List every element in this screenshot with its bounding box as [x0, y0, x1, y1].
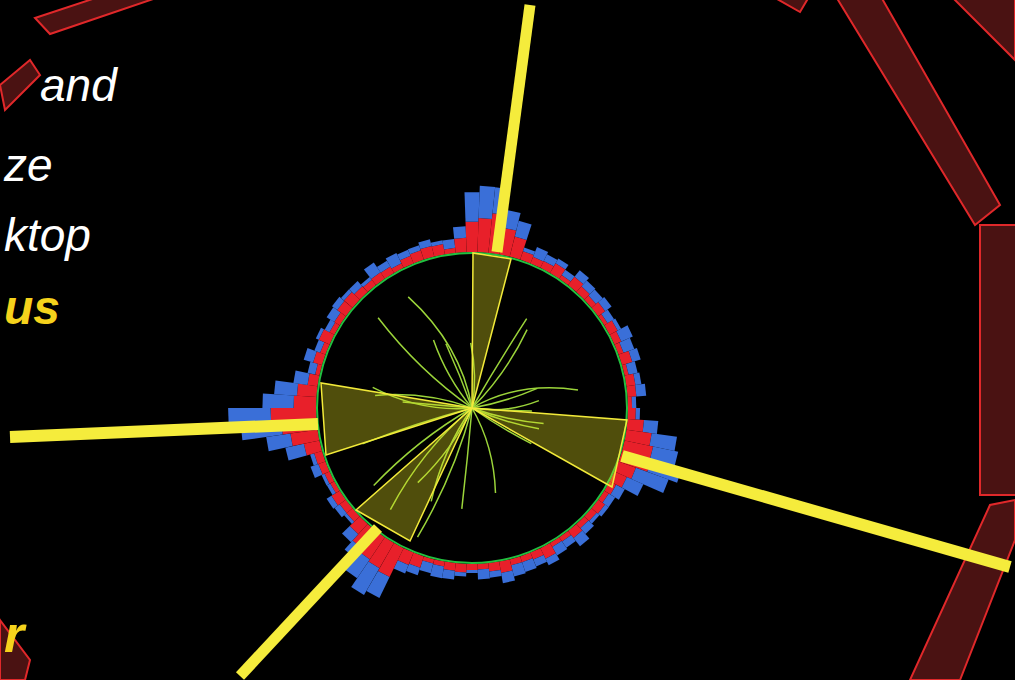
histogram-bar — [628, 408, 636, 419]
histogram-bar — [408, 245, 421, 254]
histogram-bar — [489, 570, 501, 578]
histogram-bar — [556, 259, 569, 270]
histogram-bar — [442, 569, 455, 579]
histogram-bar — [361, 277, 372, 287]
track — [434, 340, 473, 408]
histogram-bar — [574, 531, 590, 547]
jet-cones — [321, 253, 627, 541]
histogram-bar — [316, 328, 324, 340]
histogram-bar — [629, 348, 641, 362]
histogram-bar — [444, 562, 456, 571]
histogram-bar — [628, 397, 633, 408]
histogram-bar — [364, 262, 381, 279]
histogram-bar — [589, 513, 600, 524]
histogram-bar — [546, 553, 560, 565]
histogram-bar — [523, 248, 535, 256]
histogram-bar — [626, 361, 638, 374]
track — [408, 297, 472, 408]
histogram-bar — [349, 281, 362, 294]
histogram-bar — [465, 192, 480, 222]
histogram-bar — [466, 564, 477, 570]
histogram-bar — [327, 496, 338, 509]
title-fragment: ktop — [4, 212, 91, 258]
histogram-bar — [466, 570, 478, 573]
histogram-bar — [341, 289, 352, 300]
histogram-bar — [397, 250, 410, 261]
histogram-bar — [293, 371, 309, 385]
histogram-bar — [477, 563, 489, 570]
histogram-bar — [310, 453, 318, 465]
histogram-bar — [633, 372, 641, 385]
histogram-bar — [342, 526, 358, 542]
histogram-bar — [488, 562, 500, 572]
tracker-boundary — [317, 253, 627, 563]
histogram-bar — [627, 385, 637, 397]
histogram-bar — [314, 340, 324, 353]
track — [446, 344, 472, 408]
title-fragment: and — [40, 62, 117, 108]
histogram-bar — [322, 474, 330, 486]
calorimeter-histogram — [228, 186, 682, 598]
histogram-bar — [627, 419, 645, 432]
histogram-bar — [294, 396, 317, 408]
histogram-bar — [344, 513, 354, 524]
histogram-bar — [501, 570, 515, 583]
jet-energy-bars — [10, 5, 1010, 676]
title-fragment: r — [4, 608, 24, 660]
histogram-bar — [418, 239, 431, 249]
title-fragment: us — [4, 284, 60, 332]
histogram-bar — [598, 297, 611, 311]
histogram-bar — [478, 569, 490, 580]
histogram-bar — [262, 393, 294, 408]
histogram-bar — [454, 572, 466, 577]
track — [472, 408, 496, 493]
histogram-bar — [612, 319, 621, 331]
histogram-bar — [515, 221, 532, 240]
histogram-bar — [533, 555, 547, 567]
histogram-bar — [443, 239, 456, 249]
histogram-bar — [598, 505, 609, 517]
histogram-bar — [454, 238, 466, 253]
histogram-bar — [636, 408, 641, 420]
histogram-bar — [311, 464, 323, 478]
title-fragment: ze — [4, 142, 53, 188]
histogram-bar — [466, 222, 479, 252]
histogram-bar — [453, 226, 466, 238]
histogram-bar — [632, 397, 637, 409]
histogram-bar — [431, 240, 443, 246]
histogram-bar — [308, 374, 320, 387]
histogram-bar — [308, 362, 318, 375]
histogram-bar — [643, 420, 659, 434]
histogram-bar — [622, 477, 644, 496]
histogram-bar — [455, 563, 467, 573]
histogram-bar — [327, 483, 336, 495]
histogram-bar — [635, 384, 646, 397]
